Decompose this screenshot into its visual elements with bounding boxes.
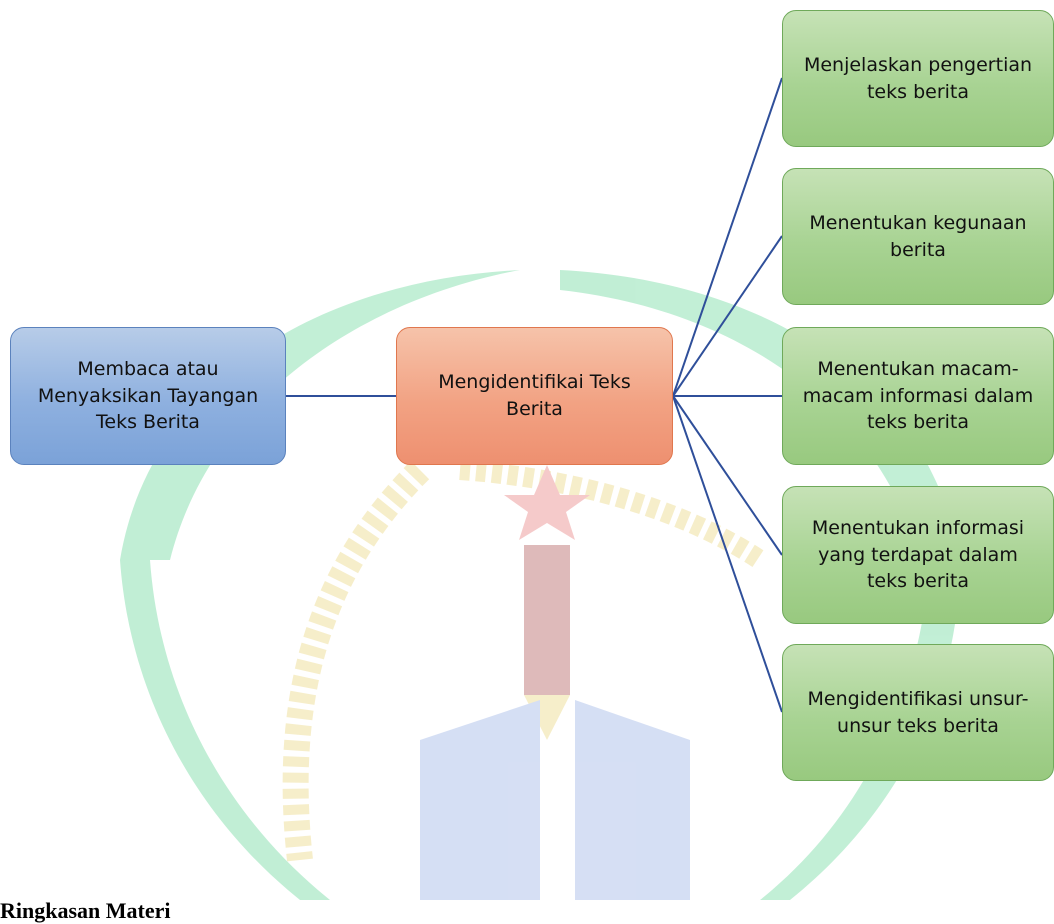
center-node: Mengidentifikai Teks Berita — [396, 327, 673, 465]
source-node-label: Membaca atau Menyaksikan Tayangan Teks B… — [37, 358, 259, 434]
target-node-1-label: Menjelaskan pengertian teks berita — [803, 53, 1033, 103]
watermark-wheat — [282, 460, 430, 862]
connector-center-target-1 — [672, 77, 783, 397]
target-node-5: Mengidentifikasi unsur- unsur teks berit… — [782, 644, 1054, 781]
target-node-2-label: Menentukan kegunaan berita — [809, 211, 1027, 261]
watermark-book — [420, 700, 690, 900]
target-node-3-label: Menentukan macam- macam informasi dalam … — [802, 358, 1034, 434]
center-node-label: Mengidentifikai Teks Berita — [438, 371, 631, 420]
source-node: Membaca atau Menyaksikan Tayangan Teks B… — [10, 327, 286, 465]
section-heading: Ringkasan Materi — [0, 898, 171, 923]
target-node-5-label: Mengidentifikasi unsur- unsur teks berit… — [807, 687, 1029, 737]
target-node-3: Menentukan macam- macam informasi dalam … — [782, 327, 1054, 465]
target-node-4: Menentukan informasi yang terdapat dalam… — [782, 486, 1054, 624]
target-node-4-label: Menentukan informasi yang terdapat dalam… — [811, 517, 1025, 593]
connector-center-target-4 — [672, 395, 783, 556]
watermark-star — [504, 465, 590, 540]
watermark-pen — [524, 545, 570, 695]
target-node-2: Menentukan kegunaan berita — [782, 168, 1054, 305]
connector-center-target-5 — [672, 395, 783, 713]
target-node-1: Menjelaskan pengertian teks berita — [782, 10, 1054, 147]
watermark-arc-lower-left — [120, 560, 330, 900]
connector-center-target-2 — [672, 235, 783, 397]
